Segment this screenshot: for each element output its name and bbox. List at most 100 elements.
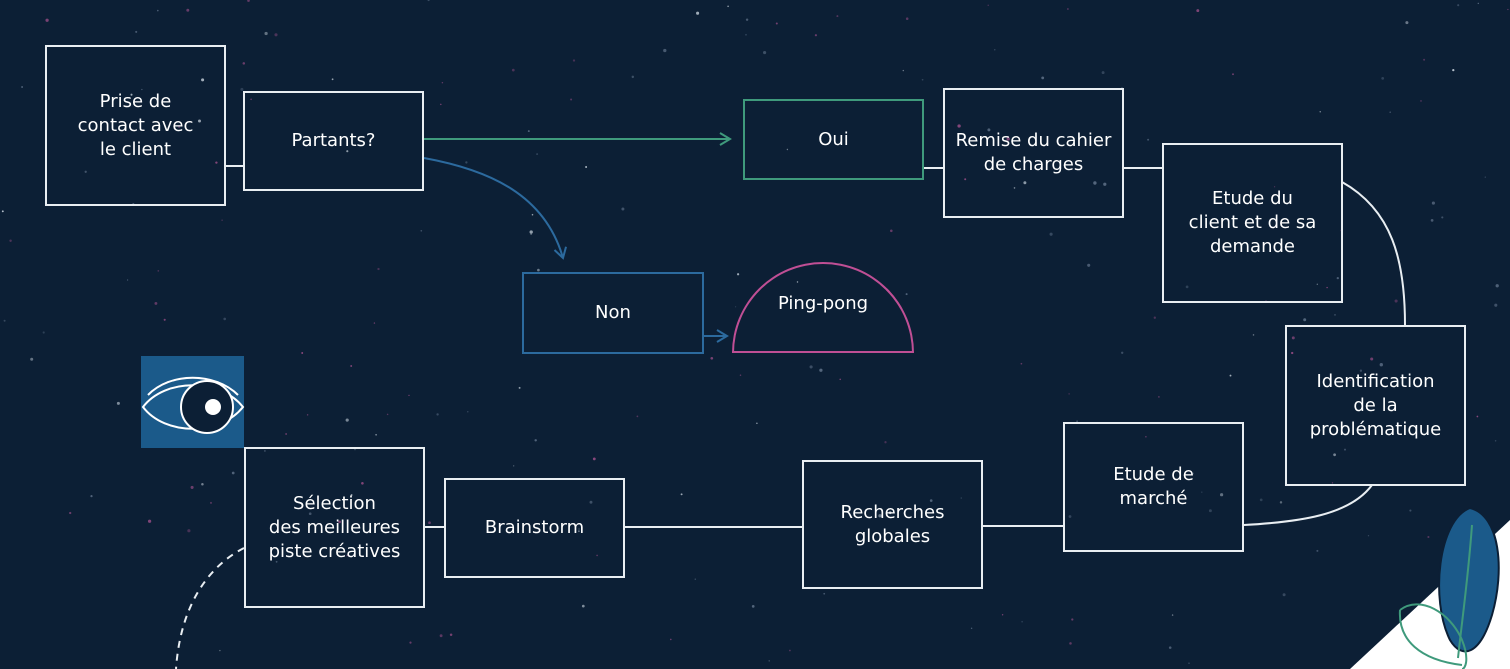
speckle <box>345 418 349 422</box>
speckle <box>308 512 312 516</box>
speckle <box>890 229 893 233</box>
speckle <box>1006 137 1010 141</box>
speckle <box>242 62 246 65</box>
node-partants: Partants? <box>243 91 424 191</box>
speckle <box>529 230 533 234</box>
speckle <box>570 98 573 101</box>
speckle <box>751 605 755 608</box>
speckle <box>240 87 244 91</box>
speckle <box>1158 396 1160 398</box>
speckle <box>130 93 133 96</box>
link-identification-marche <box>1243 484 1373 526</box>
node-prise-contact: Prise de contact avec le client <box>45 45 226 206</box>
speckle <box>440 103 442 106</box>
speckle <box>1101 71 1105 75</box>
speckle <box>178 126 181 129</box>
speckle <box>581 604 585 608</box>
speckle <box>263 449 266 452</box>
speckle <box>1087 263 1091 267</box>
speckle <box>1430 219 1434 222</box>
speckle <box>1071 618 1074 621</box>
speckle <box>736 273 740 276</box>
speckle <box>511 68 515 72</box>
speckle <box>1 210 4 213</box>
speckle <box>1252 334 1255 336</box>
speckle <box>987 4 989 6</box>
speckle <box>467 411 469 413</box>
speckle <box>1093 181 1097 185</box>
speckle <box>1259 498 1263 502</box>
speckle <box>1319 111 1321 113</box>
node-identification: Identification de la problématique <box>1285 325 1466 486</box>
speckle <box>1171 614 1174 616</box>
speckle <box>970 627 973 629</box>
speckle <box>1326 286 1328 289</box>
speckle <box>346 554 348 557</box>
speckle <box>373 322 376 324</box>
speckle <box>1359 369 1363 372</box>
speckle <box>1427 535 1430 539</box>
speckle <box>735 306 737 308</box>
speckle <box>745 18 749 21</box>
speckle <box>1333 453 1336 457</box>
speckle <box>1381 77 1385 80</box>
speckle <box>775 22 778 25</box>
speckle <box>1021 620 1023 623</box>
speckle <box>1316 549 1319 552</box>
speckle <box>636 415 639 418</box>
speckle <box>1409 509 1412 512</box>
speckle <box>219 649 221 652</box>
speckle <box>186 8 190 12</box>
speckle <box>727 5 729 8</box>
speckle <box>274 33 278 37</box>
speckle <box>1067 8 1069 10</box>
speckle <box>439 634 443 638</box>
speckle <box>331 78 334 81</box>
speckle <box>763 51 767 55</box>
speckle <box>1370 357 1374 361</box>
speckle <box>1476 415 1479 418</box>
speckle <box>301 352 304 354</box>
speckle <box>1379 363 1383 367</box>
speckle <box>1336 276 1339 280</box>
speckle <box>1431 201 1435 205</box>
speckle <box>994 49 996 51</box>
speckle <box>1279 501 1283 504</box>
speckle <box>247 0 250 2</box>
speckle <box>420 229 423 232</box>
speckle <box>378 521 381 524</box>
speckle <box>147 519 152 523</box>
speckle <box>408 394 410 396</box>
speckle <box>1201 491 1203 493</box>
speckle <box>578 528 580 530</box>
speckle <box>960 497 963 499</box>
speckle <box>902 69 904 72</box>
speckle <box>669 638 672 641</box>
node-recherches: Recherches globales <box>802 460 983 589</box>
speckle <box>42 331 45 334</box>
speckle <box>788 649 791 652</box>
speckle <box>1273 186 1276 188</box>
node-remise-cahier: Remise du cahier de charges <box>943 88 1124 218</box>
speckle <box>786 148 789 151</box>
speckle <box>823 592 826 595</box>
speckle <box>9 239 12 242</box>
speckle <box>1023 181 1027 185</box>
speckle <box>409 641 412 644</box>
speckle <box>275 560 278 563</box>
speckle <box>530 233 532 235</box>
speckle <box>1303 318 1307 322</box>
speckle <box>1147 138 1150 141</box>
speckle <box>1494 303 1498 307</box>
speckle <box>21 86 24 88</box>
speckle <box>1405 21 1409 25</box>
node-etude-client: Etude du client et de sa demande <box>1162 143 1343 303</box>
speckle <box>215 161 218 164</box>
speckle <box>350 494 353 496</box>
speckle <box>884 441 887 444</box>
speckle <box>814 34 818 37</box>
speckle <box>187 529 191 533</box>
speckle <box>231 471 235 475</box>
speckle <box>1219 493 1224 497</box>
